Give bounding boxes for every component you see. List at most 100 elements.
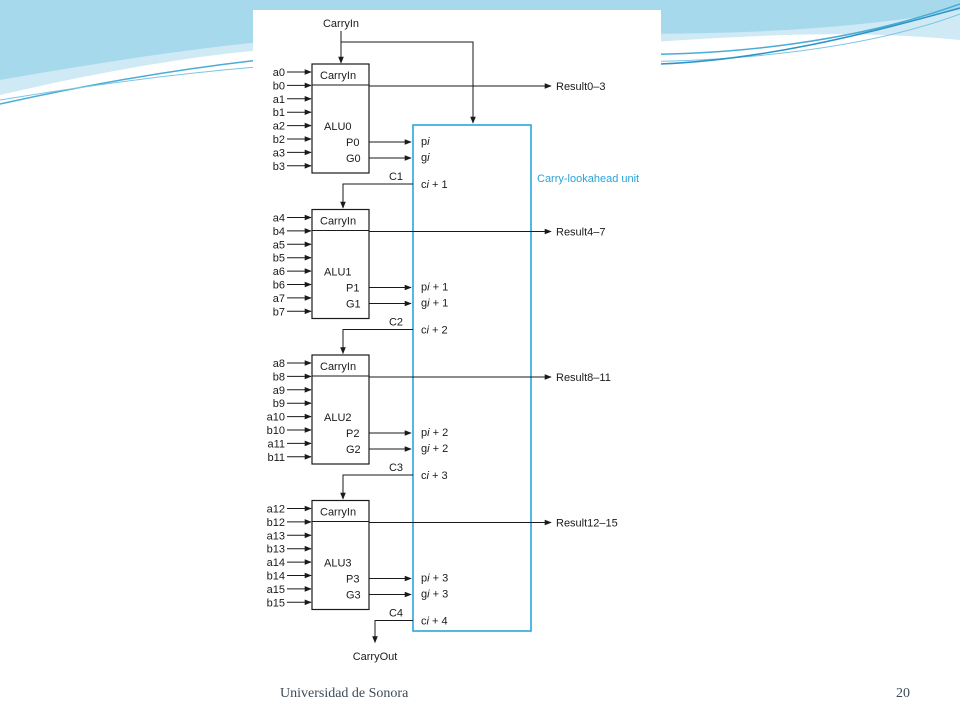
cla-g-input-label-offset: + 1: [430, 298, 449, 310]
carry-feed-wire-1: [340, 183, 413, 209]
alu-carry-in-label: CarryIn: [320, 361, 356, 373]
alu-input-label: b12: [267, 517, 285, 529]
alu-block-1: CarryInALU1P1G1a4b4a5b5a6b6a7b7Result4–7…: [273, 208, 606, 355]
cla-g-input-label-letter: g: [421, 589, 427, 601]
alu-input-label: b6: [273, 280, 285, 292]
alu-blocks: CarryInALU0P0G0a0b0a1b1a2b2a3b3Result0–3…: [267, 63, 618, 644]
alu-g-output-label: G2: [346, 444, 361, 456]
top-carry-in-label: CarryIn: [323, 18, 359, 30]
alu-input-label: a13: [267, 530, 285, 542]
cla-carry-output-label-index: i: [427, 470, 430, 482]
alu-input-label: a8: [273, 358, 285, 370]
carry-in-to-cla-wire: [341, 41, 476, 124]
alu-input-label: a14: [267, 557, 285, 569]
alu-g-output-label: G1: [346, 299, 361, 311]
carry-signal-label: C3: [389, 462, 403, 474]
cla-carry-output-label-offset: + 3: [429, 470, 448, 482]
carry-lookahead-unit-label: Carry-lookahead unit: [537, 173, 639, 185]
alu-input-label: a12: [267, 504, 285, 516]
alu-g-output-label: G3: [346, 590, 361, 602]
slide-page-number: 20: [896, 686, 910, 701]
alu-name: ALU3: [324, 558, 352, 570]
alu-input-label: a5: [273, 239, 285, 251]
alu-box: [311, 208, 370, 320]
alu-input-label: b1: [273, 107, 285, 119]
alu-input-label: b8: [273, 371, 285, 383]
alu-block-0: CarryInALU0P0G0a0b0a1b1a2b2a3b3Result0–3…: [273, 63, 606, 209]
carry-out-wire: [372, 620, 413, 644]
alu-input-label: a15: [267, 584, 285, 596]
alu-input-label: a6: [273, 266, 285, 278]
alu-input-label: b7: [273, 306, 285, 318]
alu-input-label: b13: [267, 544, 285, 556]
alu-input-label: a7: [273, 293, 285, 305]
alu-carry-in-label: CarryIn: [320, 507, 356, 519]
alu-input-label: b11: [267, 452, 285, 464]
cla-p-input-label: pi + 2: [421, 427, 448, 439]
alu-result-label: Result8–11: [556, 372, 611, 384]
cla-p-input-label: pi + 1: [421, 282, 448, 294]
alu-input-label: a2: [273, 121, 285, 133]
cla-carry-output-label-letter: c: [421, 616, 427, 628]
cla-g-input-label: gi + 1: [421, 298, 448, 310]
alu-name: ALU2: [324, 412, 352, 424]
cla-g-input-label-offset: + 2: [430, 443, 449, 455]
alu-input-label: b3: [273, 161, 285, 173]
cla-g-input-label: gi + 2: [421, 443, 448, 455]
alu-block-2: CarryInALU2P2G2a8b8a9b9a10b10a11b11Resul…: [267, 354, 611, 500]
alu-g-output-label: G0: [346, 153, 361, 165]
cla-carry-output-label-letter: c: [421, 470, 427, 482]
alu-input-label: a3: [273, 147, 285, 159]
alu-p-output-label: P2: [346, 428, 359, 440]
cla-p-input-label-offset: + 2: [430, 427, 449, 439]
figure-panel: CarryIn CarryOut Carry-lookahead unit Ca…: [253, 10, 661, 666]
alu-p-output-label: P3: [346, 574, 359, 586]
alu-input-label: a1: [273, 94, 285, 106]
cla-carry-output-label-offset: + 2: [429, 325, 448, 337]
alu-name: ALU0: [324, 121, 352, 133]
cla-p-input-label-index: i: [427, 136, 430, 148]
cla-g-input-label-index: i: [427, 589, 430, 601]
footer-institution: Universidad de Sonora: [280, 686, 409, 701]
cla-carry-output-label-offset: + 4: [429, 616, 448, 628]
cla-carry-output-label: ci + 1: [421, 179, 448, 191]
alu-carry-in-label: CarryIn: [320, 216, 356, 228]
cla-p-input-label-letter: p: [421, 282, 427, 294]
cla-g-input-label-letter: g: [421, 152, 427, 164]
alu-input-label: b5: [273, 253, 285, 265]
alu-input-label: b0: [273, 80, 285, 92]
alu-input-label: b15: [267, 597, 285, 609]
static-layer: CarryIn CarryOut Carry-lookahead unit: [323, 18, 639, 663]
cla-p-input-label: pi + 3: [421, 573, 448, 585]
cla-g-input-label-letter: g: [421, 443, 427, 455]
cla-g-input-label-offset: + 3: [430, 589, 449, 601]
carry-signal-label: C2: [389, 317, 403, 329]
cla-g-input-label-index: i: [427, 152, 430, 164]
cla-g-input-label: gi: [421, 152, 430, 164]
cla-p-input-label-letter: p: [421, 427, 427, 439]
cla-p-input-label-offset: + 3: [430, 573, 449, 585]
alu-result-label: Result4–7: [556, 227, 606, 239]
cla-p-input-label: pi: [421, 136, 430, 148]
carry-signal-label: C4: [389, 608, 403, 620]
cla-carry-output-label-letter: c: [421, 179, 427, 191]
alu-input-label: a9: [273, 385, 285, 397]
cla-g-input-label: gi + 3: [421, 589, 448, 601]
carry-lookahead-diagram: CarryIn CarryOut Carry-lookahead unit Ca…: [267, 18, 639, 663]
alu-input-label: b9: [273, 398, 285, 410]
wave-stroke-3: [659, 7, 960, 65]
cla-g-input-label-index: i: [427, 298, 430, 310]
carry-feed-wire-3: [340, 474, 413, 500]
alu-block-3: CarryInALU3P3G3a12b12a13b13a14b14a15b15R…: [267, 499, 618, 644]
cla-carry-output-label: ci + 4: [421, 616, 448, 628]
carry-out-label: CarryOut: [353, 651, 398, 663]
wave-mid: [0, 0, 960, 80]
cla-g-input-label-index: i: [427, 443, 430, 455]
alu-input-label: b2: [273, 134, 285, 146]
carry-feed-wire-2: [340, 329, 413, 355]
cla-carry-output-label-index: i: [427, 616, 430, 628]
alu-carry-in-label: CarryIn: [320, 70, 356, 82]
alu-input-label: b4: [273, 226, 285, 238]
alu-input-label: a10: [267, 412, 285, 424]
cla-p-input-label-offset: + 1: [430, 282, 449, 294]
